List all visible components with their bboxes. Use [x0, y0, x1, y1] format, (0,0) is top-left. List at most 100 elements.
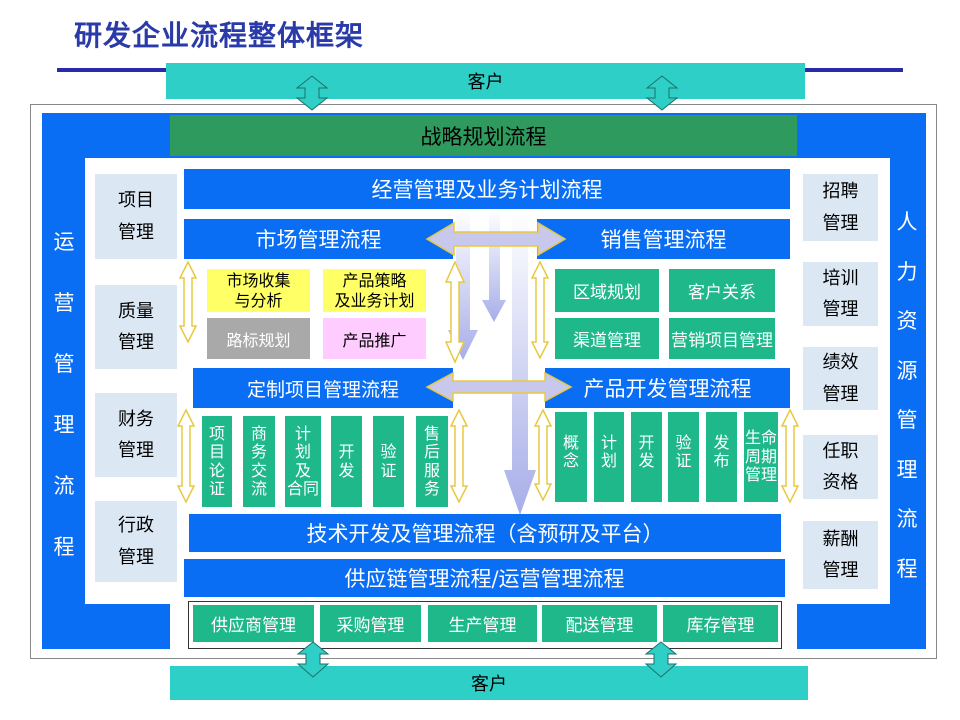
- product-step: 计划: [594, 412, 624, 502]
- line: 管理: [118, 440, 154, 461]
- custom-step: 项目论证: [202, 416, 232, 507]
- sales-item: 营销项目管理: [669, 318, 775, 359]
- char: 发: [338, 460, 355, 480]
- product-step: 生命周期管理: [744, 412, 778, 502]
- sales-item: 渠道管理: [555, 318, 659, 359]
- vchar: 理: [896, 457, 918, 482]
- supply-item: 采购管理: [320, 605, 421, 642]
- title-underline-left: [57, 68, 172, 72]
- supply-item: 生产管理: [428, 605, 537, 642]
- right-vertical-label: 人 力 资 源 管 理 流 程: [893, 212, 921, 580]
- line: 项目: [118, 190, 154, 211]
- vchar: 管: [53, 352, 75, 376]
- product-dev-title: 产品开发管理流程: [545, 368, 790, 408]
- market-strategy-box: 产品策略及业务计划: [323, 269, 426, 312]
- left-item-project: 项目管理: [95, 174, 177, 259]
- char: 后: [423, 442, 440, 462]
- custom-step: 售后服务: [416, 416, 448, 507]
- char: 开: [338, 442, 355, 462]
- custom-step: 计划及合同: [285, 416, 321, 507]
- line: 管理: [822, 212, 859, 234]
- product-step: 验证: [668, 412, 699, 502]
- double-arrow-icon: [533, 408, 553, 502]
- vchar: 源: [896, 358, 918, 383]
- char: 发: [638, 451, 655, 471]
- customer-bar-bottom: 客户: [170, 666, 808, 700]
- char: 流: [250, 478, 267, 498]
- sales-item: 区域规划: [555, 269, 659, 312]
- line: 招聘: [822, 181, 859, 202]
- strategy-bar: 战略规划流程: [170, 115, 797, 156]
- vchar: 理: [53, 413, 75, 437]
- product-step: 发布: [706, 412, 737, 502]
- double-arrow-icon: [530, 260, 550, 360]
- line: 质量: [118, 300, 154, 322]
- line: 资格: [822, 472, 859, 493]
- vchar: 程: [896, 556, 918, 581]
- custom-step: 商务交流: [243, 416, 275, 507]
- char: 证: [675, 451, 692, 471]
- left-item-quality: 质量管理: [95, 285, 177, 369]
- line: 绩效: [822, 352, 859, 373]
- right-item-recruit: 招聘管理: [803, 174, 878, 241]
- supply-item: 配送管理: [542, 605, 657, 642]
- sales-item: 客户关系: [669, 269, 775, 312]
- char: 务: [250, 442, 267, 462]
- customer-bar-top: 客户: [166, 63, 805, 99]
- double-arrow-icon: [780, 408, 800, 504]
- char: 商: [250, 423, 267, 443]
- char: 售: [423, 423, 440, 443]
- char: 生命: [744, 428, 777, 448]
- double-arrow-icon: [444, 260, 466, 364]
- char: 周期: [744, 446, 777, 466]
- vchar: 程: [53, 535, 75, 559]
- right-item-qualification: 任职资格: [803, 435, 878, 499]
- tech-bar: 技术开发及管理流程（含预研及平台）: [189, 514, 781, 552]
- line: 市场收集: [226, 270, 291, 290]
- vchar: 管: [896, 408, 918, 433]
- char: 及: [294, 460, 311, 480]
- double-arrow-icon: [425, 371, 573, 403]
- custom-step: 验证: [373, 416, 404, 507]
- char: 念: [562, 451, 579, 471]
- sales-title: 销售管理流程: [537, 219, 790, 259]
- line: 薪酬: [822, 528, 859, 550]
- operations-bar: 经营管理及业务计划流程: [184, 169, 790, 209]
- market-title: 市场管理流程: [184, 219, 453, 259]
- char: 论: [208, 460, 225, 480]
- double-arrow-icon: [296, 641, 330, 678]
- right-item-training: 培训管理: [803, 262, 878, 326]
- vchar: 流: [53, 474, 75, 498]
- line: 管理: [822, 383, 859, 405]
- char: 项: [208, 423, 225, 443]
- line: 管理: [118, 546, 154, 568]
- vchar: 力: [896, 259, 918, 284]
- line: 产品策略: [342, 270, 407, 290]
- char: 验: [380, 442, 397, 462]
- char: 目: [208, 442, 225, 462]
- supply-item: 库存管理: [663, 605, 778, 642]
- line: 与分析: [234, 290, 283, 310]
- right-item-salary: 薪酬管理: [803, 521, 878, 589]
- line: 行政: [118, 515, 154, 536]
- supply-item: 供应商管理: [193, 605, 314, 642]
- double-arrow-icon: [645, 75, 679, 111]
- product-step: 开发: [631, 412, 662, 502]
- left-vertical-label: 运 营 管 理 流 程: [50, 232, 78, 558]
- double-arrow-icon: [178, 260, 198, 344]
- char: 计: [294, 423, 311, 443]
- double-arrow-icon: [644, 641, 678, 678]
- supply-bar: 供应链管理流程/运营管理流程: [184, 559, 785, 597]
- vchar: 流: [896, 507, 918, 532]
- custom-step: 开发: [331, 416, 362, 507]
- double-arrow-icon: [176, 408, 196, 504]
- char: 发: [713, 433, 730, 452]
- line: 管理: [118, 332, 154, 353]
- char: 划: [600, 451, 617, 471]
- left-item-finance: 财务管理: [95, 393, 177, 477]
- right-item-performance: 绩效管理: [803, 347, 878, 410]
- char: 开: [638, 433, 655, 452]
- char: 管理: [744, 465, 777, 485]
- vchar: 资: [896, 309, 918, 334]
